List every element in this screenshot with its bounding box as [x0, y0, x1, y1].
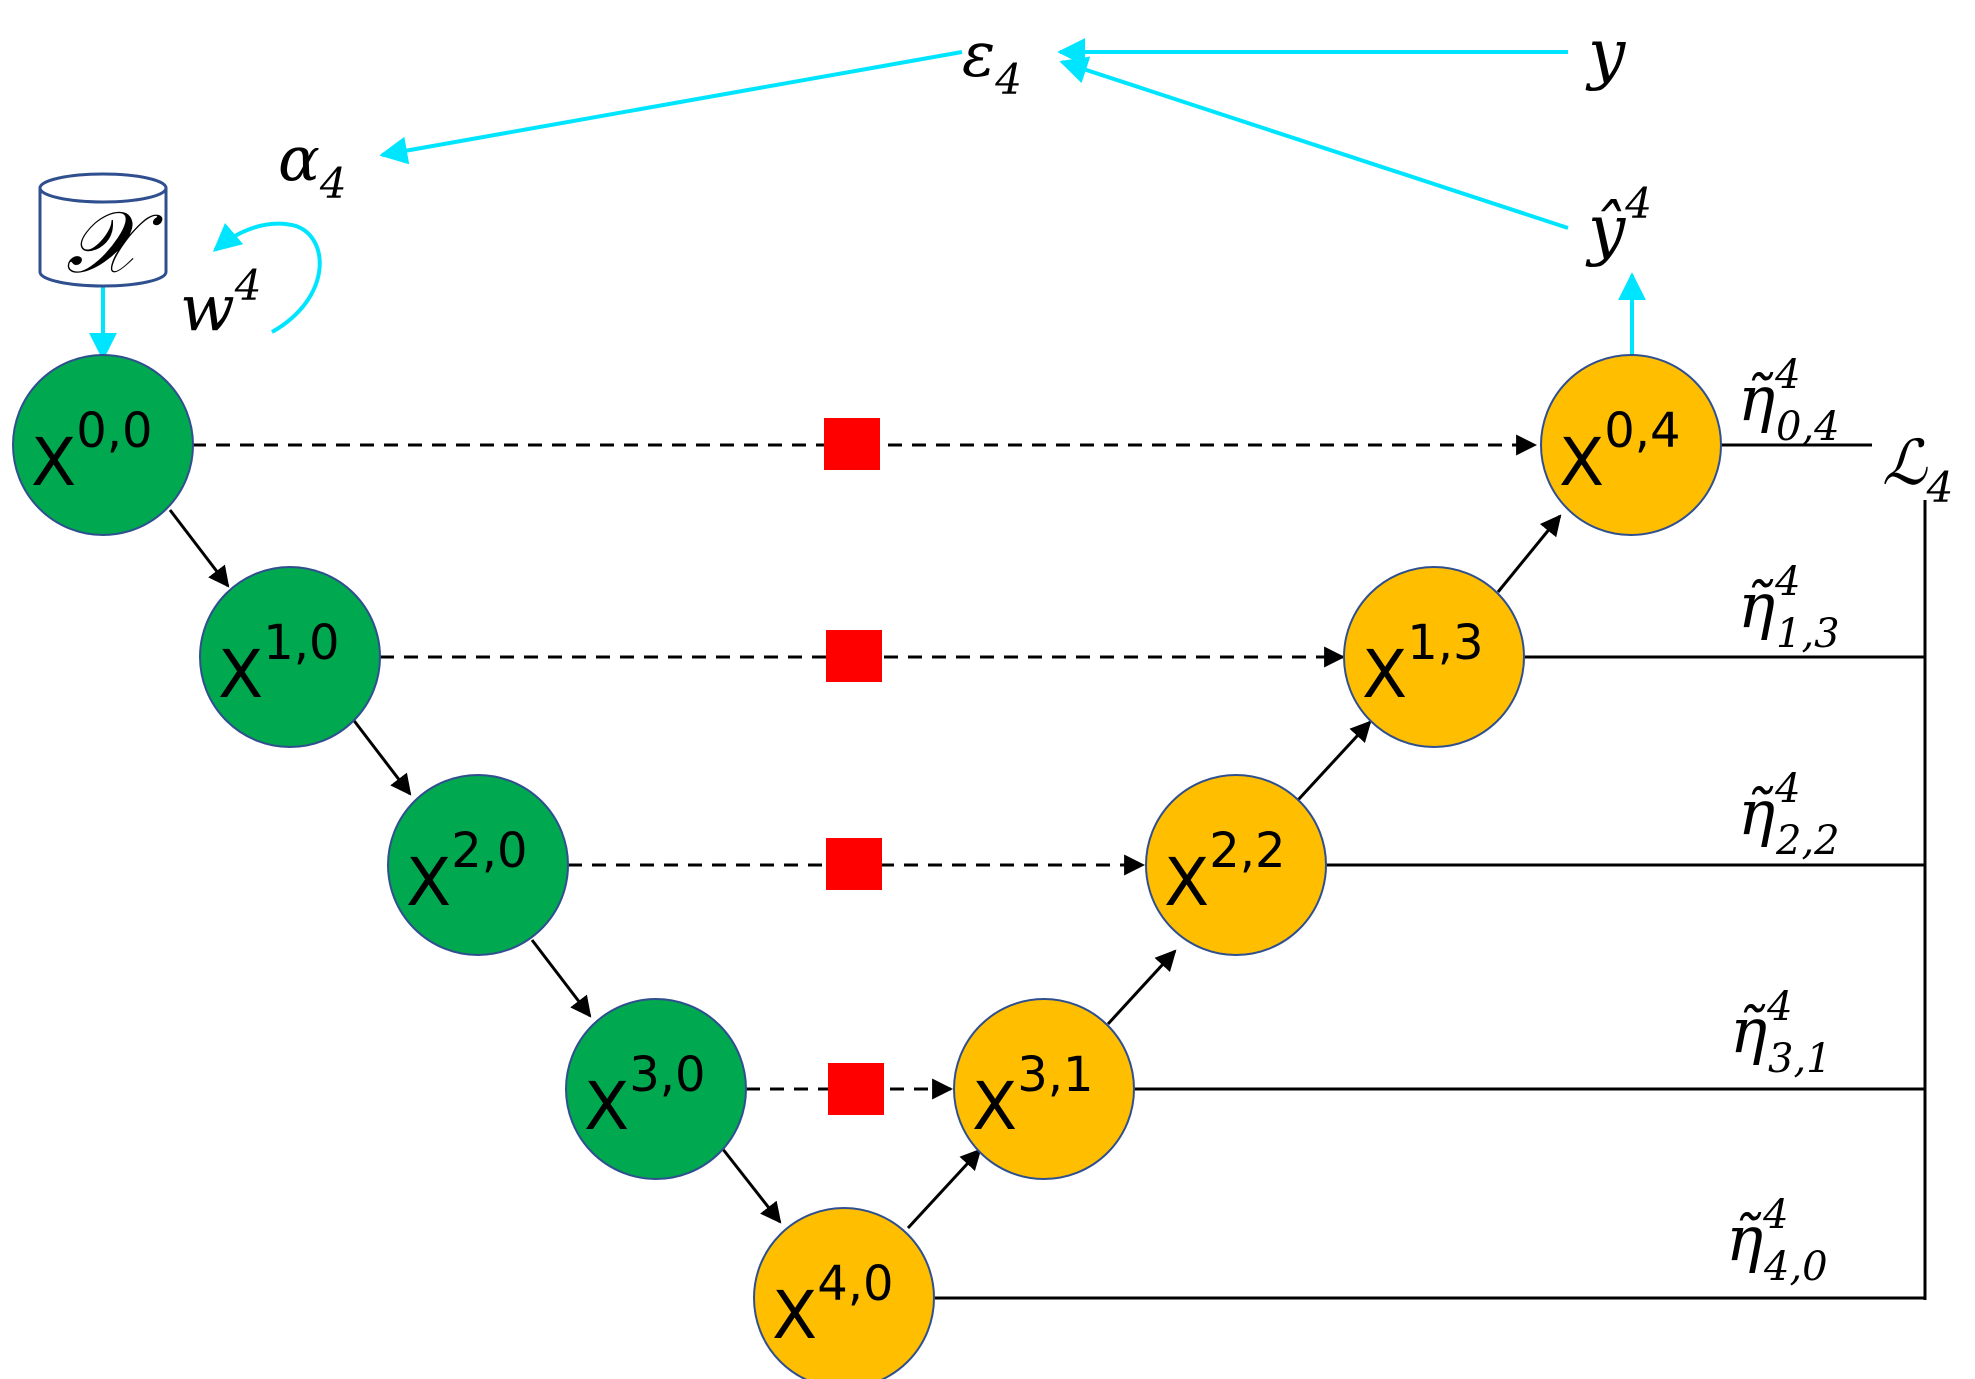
node-label: X2,0 [406, 823, 528, 921]
node-label: X1,0 [218, 615, 340, 713]
alpha-label: α4 [278, 122, 347, 208]
node-circle [565, 998, 747, 1180]
node-circle [12, 354, 194, 536]
edge-up-0 [906, 1148, 982, 1230]
skip-connections [192, 434, 1538, 1100]
node-circle [199, 566, 381, 748]
node-1-0: X1,0 [199, 566, 381, 748]
node-label: X2,2 [1164, 823, 1286, 921]
node-circle [387, 774, 569, 956]
node-circle [1145, 774, 1327, 956]
edge-down-0 [168, 509, 230, 588]
skip-block-1 [826, 630, 882, 682]
node-circle [953, 998, 1135, 1180]
edge-up-3 [1496, 514, 1562, 593]
arrow-epsilon-to-alpha [379, 50, 963, 165]
prediction-yhat-label: ŷ4 [1585, 179, 1652, 268]
loss-lines [934, 443, 1927, 1300]
node-label: X0,0 [31, 403, 153, 501]
node-circle [1540, 354, 1722, 536]
epsilon-label: ε4 [962, 18, 1022, 104]
weight-label: w4 [180, 261, 262, 346]
network-edges [168, 509, 1562, 1230]
weight-loop-arrow [212, 221, 322, 334]
edge-down-1 [350, 717, 412, 796]
edge-down-2 [530, 939, 592, 1018]
node-0-0: X0,0 [12, 354, 194, 536]
node-circle [753, 1207, 935, 1379]
node-1-3: X1,3 [1343, 566, 1525, 748]
node-label: X4,0 [772, 1256, 894, 1354]
node-3-1: X3,1 [953, 998, 1135, 1180]
node-label: X3,1 [972, 1047, 1094, 1145]
node-0-4: X0,4 [1540, 354, 1722, 536]
node-3-0: X3,0 [565, 998, 747, 1180]
dataset-cylinder-icon: 𝒳 [38, 172, 168, 293]
node-label: X0,4 [1559, 403, 1681, 501]
skip-block-0 [824, 418, 880, 470]
target-y-label: y [1585, 15, 1626, 92]
skip-blocks [824, 418, 884, 1115]
nodes: X0,0X1,0X2,0X3,0X4,0 X3,1 X2,2 X1,3 X0,4 [12, 354, 1722, 1379]
edge-up-1 [1106, 949, 1177, 1026]
arrow-yhat-to-epsilon [1059, 56, 1569, 230]
edge-up-2 [1296, 720, 1372, 802]
node-4-0: X4,0 [753, 1207, 935, 1379]
skip-block-3 [828, 1063, 884, 1115]
edge-down-3 [720, 1147, 782, 1224]
skip-block-2 [826, 838, 882, 890]
node-circle [1343, 566, 1525, 748]
node-label: X1,3 [1362, 615, 1484, 713]
loss-label: ℒ4 [1882, 426, 1953, 512]
node-2-2: X2,2 [1145, 774, 1327, 956]
feedback-arrows [89, 38, 1646, 361]
node-label: X3,0 [584, 1047, 706, 1145]
node-2-0: X2,0 [387, 774, 569, 956]
